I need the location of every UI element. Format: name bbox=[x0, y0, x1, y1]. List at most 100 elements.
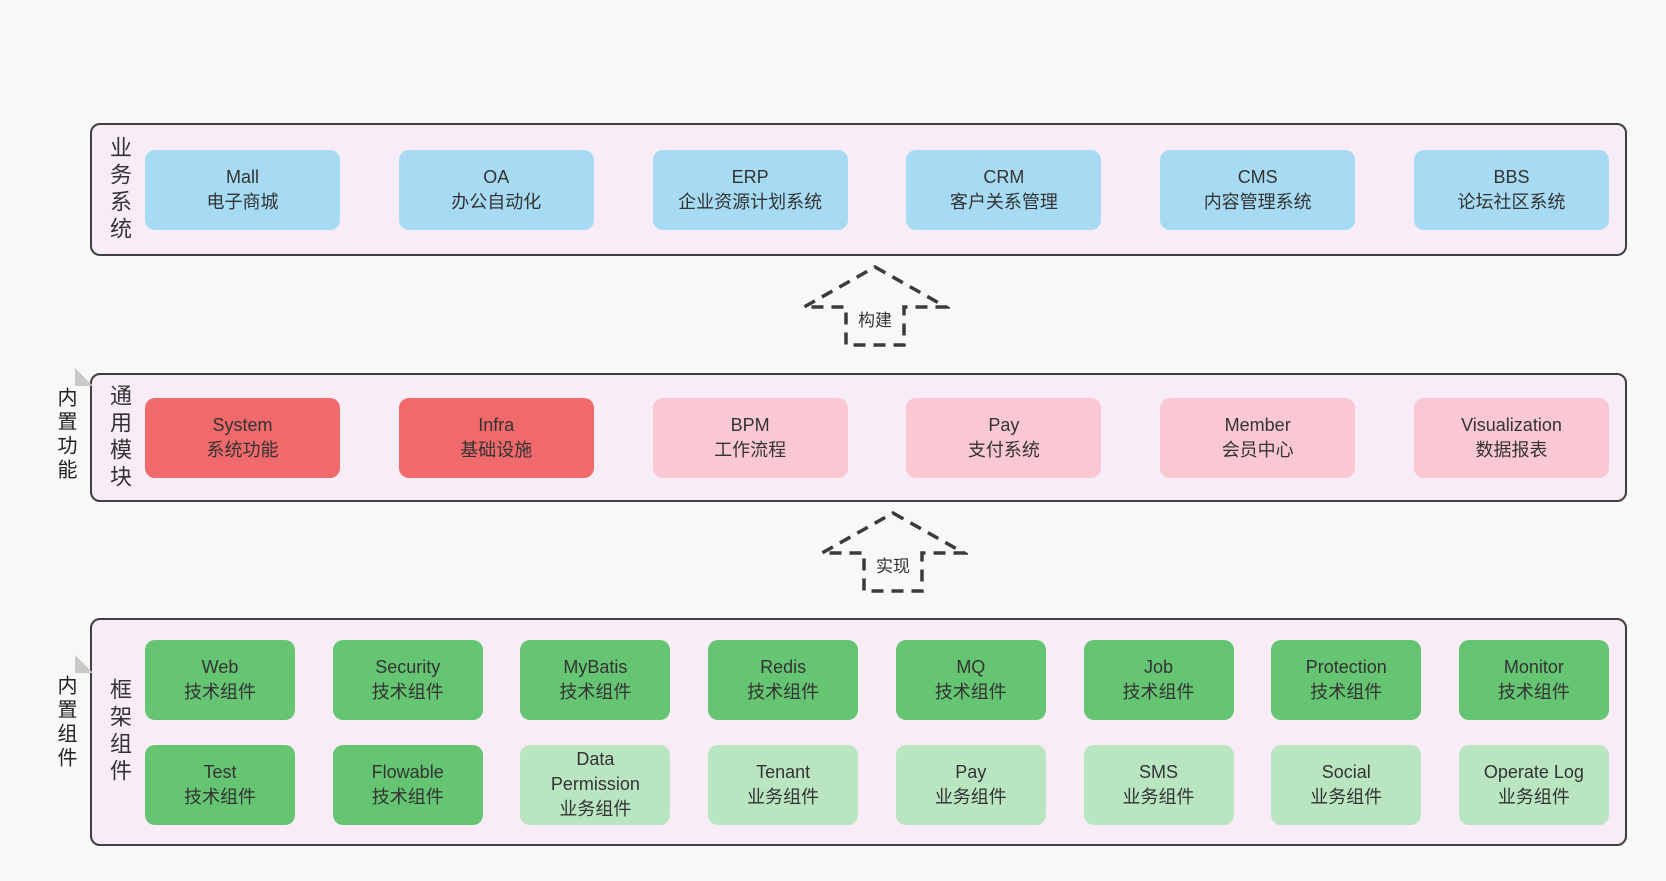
component-subtitle: 业务组件 bbox=[934, 786, 1007, 807]
business-systems-content: Mall 电子商城 OA 办公自动化 ERP 企业资源计划系统 CRM 客户关系… bbox=[145, 125, 1609, 254]
module-title: Infra bbox=[478, 414, 515, 435]
module-title: BPM bbox=[730, 414, 770, 435]
component-subtitle: 业务组件 bbox=[747, 786, 820, 807]
module-bpm: BPM 工作流程 bbox=[652, 397, 848, 478]
common-modules-band: 通用模块 System 系统功能 Infra 基础设施 BPM 工作流程 Pay… bbox=[90, 373, 1627, 502]
component-title: MyBatis bbox=[563, 656, 628, 677]
framework-components-band: 框架组件 Web 技术组件 Security 技术组件 MyBatis 技术组件… bbox=[90, 618, 1627, 846]
module-visualization: Visualization 数据报表 bbox=[1413, 397, 1609, 478]
folded-corner-icon bbox=[75, 368, 93, 386]
component-subtitle: 业务组件 bbox=[1122, 786, 1195, 807]
component-title: MQ bbox=[956, 656, 986, 677]
component-security: Security 技术组件 bbox=[332, 639, 483, 720]
module-subtitle: 系统功能 bbox=[206, 439, 279, 460]
component-subtitle: 技术组件 bbox=[559, 681, 632, 702]
component-pay: Pay 业务组件 bbox=[895, 744, 1046, 825]
module-subtitle: 客户关系管理 bbox=[949, 191, 1058, 212]
component-tenant: Tenant 业务组件 bbox=[708, 744, 859, 825]
band-label-framework-components: 框架组件 bbox=[107, 678, 132, 786]
component-title: Test bbox=[203, 761, 237, 782]
component-title: Data Permission bbox=[550, 749, 640, 794]
component-title: Tenant bbox=[756, 761, 811, 782]
component-subtitle: 技术组件 bbox=[184, 786, 256, 807]
component-subtitle: 业务组件 bbox=[1310, 786, 1383, 807]
component-sms: SMS 业务组件 bbox=[1083, 744, 1234, 825]
component-title: Protection bbox=[1305, 656, 1387, 677]
module-member: Member 会员中心 bbox=[1160, 397, 1356, 478]
component-subtitle: 技术组件 bbox=[1122, 681, 1195, 702]
built-in-components-sticky: 内置组件 bbox=[38, 655, 93, 790]
module-oa: OA 办公自动化 bbox=[398, 149, 594, 230]
component-social: Social 业务组件 bbox=[1271, 744, 1422, 825]
module-title: Visualization bbox=[1461, 414, 1562, 435]
build-arrow: 构建 bbox=[800, 264, 950, 348]
component-title: Operate Log bbox=[1483, 761, 1584, 782]
component-subtitle: 技术组件 bbox=[371, 786, 444, 807]
build-arrow-label: 构建 bbox=[853, 306, 897, 331]
dashed-up-arrow-icon bbox=[800, 264, 950, 347]
component-title: Redis bbox=[760, 656, 807, 677]
component-test: Test 技术组件 bbox=[145, 744, 295, 825]
component-title: Job bbox=[1144, 656, 1174, 677]
component-redis: Redis 技术组件 bbox=[708, 639, 859, 720]
module-mall: Mall 电子商城 bbox=[145, 149, 340, 230]
module-subtitle: 会员中心 bbox=[1221, 439, 1294, 460]
component-web: Web 技术组件 bbox=[145, 639, 295, 720]
module-subtitle: 办公自动化 bbox=[451, 191, 542, 212]
component-title: Pay bbox=[955, 761, 987, 782]
module-erp: ERP 企业资源计划系统 bbox=[652, 149, 848, 230]
framework-components-content: Web 技术组件 Security 技术组件 MyBatis 技术组件 Redi… bbox=[145, 620, 1609, 844]
module-title: ERP bbox=[731, 166, 769, 187]
module-system: System 系统功能 bbox=[145, 397, 340, 478]
component-subtitle: 技术组件 bbox=[747, 681, 820, 702]
component-data-permission: Data Permission 业务组件 bbox=[520, 744, 671, 825]
business-systems-band: 业务系统 Mall 电子商城 OA 办公自动化 ERP 企业资源计划系统 CRM… bbox=[90, 123, 1627, 256]
built-in-features-sticky: 内置功能 bbox=[38, 368, 93, 502]
module-subtitle: 工作流程 bbox=[714, 439, 787, 460]
component-title: Social bbox=[1321, 761, 1371, 782]
implement-arrow-label: 实现 bbox=[871, 552, 915, 577]
band-label-common-modules: 通用模块 bbox=[107, 383, 132, 492]
module-subtitle: 数据报表 bbox=[1475, 439, 1548, 460]
module-subtitle: 企业资源计划系统 bbox=[678, 191, 823, 212]
module-title: Member bbox=[1224, 414, 1291, 435]
components-row-2: Test 技术组件 Flowable 技术组件 Data Permission … bbox=[145, 744, 1609, 825]
module-title: CRM bbox=[983, 166, 1025, 187]
components-row-1: Web 技术组件 Security 技术组件 MyBatis 技术组件 Redi… bbox=[145, 639, 1609, 720]
component-subtitle: 技术组件 bbox=[184, 681, 256, 702]
dashed-up-arrow-icon bbox=[818, 510, 968, 593]
component-title: Web bbox=[201, 656, 239, 677]
module-cms: CMS 内容管理系统 bbox=[1160, 149, 1356, 230]
component-flowable: Flowable 技术组件 bbox=[332, 744, 483, 825]
implement-arrow: 实现 bbox=[818, 510, 968, 594]
band-label-business-systems: 业务系统 bbox=[107, 135, 132, 244]
component-title: Security bbox=[375, 656, 441, 677]
component-title: Monitor bbox=[1503, 656, 1564, 677]
module-title: CMS bbox=[1237, 166, 1278, 187]
common-modules-content: System 系统功能 Infra 基础设施 BPM 工作流程 Pay 支付系统… bbox=[145, 375, 1609, 500]
component-subtitle: 业务组件 bbox=[1497, 786, 1570, 807]
module-bbs: BBS 论坛社区系统 bbox=[1413, 149, 1609, 230]
component-mq: MQ 技术组件 bbox=[895, 639, 1046, 720]
module-subtitle: 支付系统 bbox=[967, 439, 1040, 460]
module-pay: Pay 支付系统 bbox=[906, 397, 1102, 478]
component-subtitle: 技术组件 bbox=[1497, 681, 1570, 702]
module-subtitle: 内容管理系统 bbox=[1203, 191, 1312, 212]
component-subtitle: 业务组件 bbox=[559, 799, 632, 819]
module-title: System bbox=[212, 414, 273, 435]
module-title: BBS bbox=[1493, 166, 1530, 187]
module-crm: CRM 客户关系管理 bbox=[906, 149, 1102, 230]
component-monitor: Monitor 技术组件 bbox=[1458, 639, 1609, 720]
component-subtitle: 技术组件 bbox=[934, 681, 1007, 702]
component-job: Job 技术组件 bbox=[1083, 639, 1234, 720]
component-operate-log: Operate Log 业务组件 bbox=[1458, 744, 1609, 825]
module-subtitle: 论坛社区系统 bbox=[1457, 191, 1566, 212]
folded-corner-icon bbox=[75, 655, 93, 673]
component-mybatis: MyBatis 技术组件 bbox=[520, 639, 671, 720]
module-title: OA bbox=[483, 166, 510, 187]
component-subtitle: 技术组件 bbox=[371, 681, 444, 702]
module-title: Pay bbox=[988, 414, 1020, 435]
component-title: Flowable bbox=[371, 761, 444, 782]
component-title: SMS bbox=[1139, 761, 1179, 782]
